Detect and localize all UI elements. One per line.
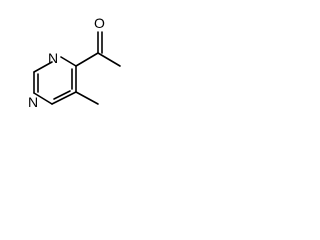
atom-nitrogen-bottom-label: N — [28, 94, 38, 110]
bond-ring-carbonyl — [75, 52, 99, 67]
bond-c4-c5 — [51, 91, 77, 105]
atom-nitrogen-top-label: N — [48, 50, 58, 66]
bond-c4-c5-inner — [53, 90, 71, 100]
atom-oxygen-label: O — [94, 15, 105, 31]
bond-n1-c2 — [33, 61, 53, 73]
bond-c6-n1 — [60, 56, 77, 67]
structural-formula: O N N — [28, 15, 121, 110]
bond-carbonyl-methyl — [97, 52, 121, 67]
bond-n3-c4 — [33, 92, 53, 105]
bond-ring-methyl — [75, 91, 99, 105]
